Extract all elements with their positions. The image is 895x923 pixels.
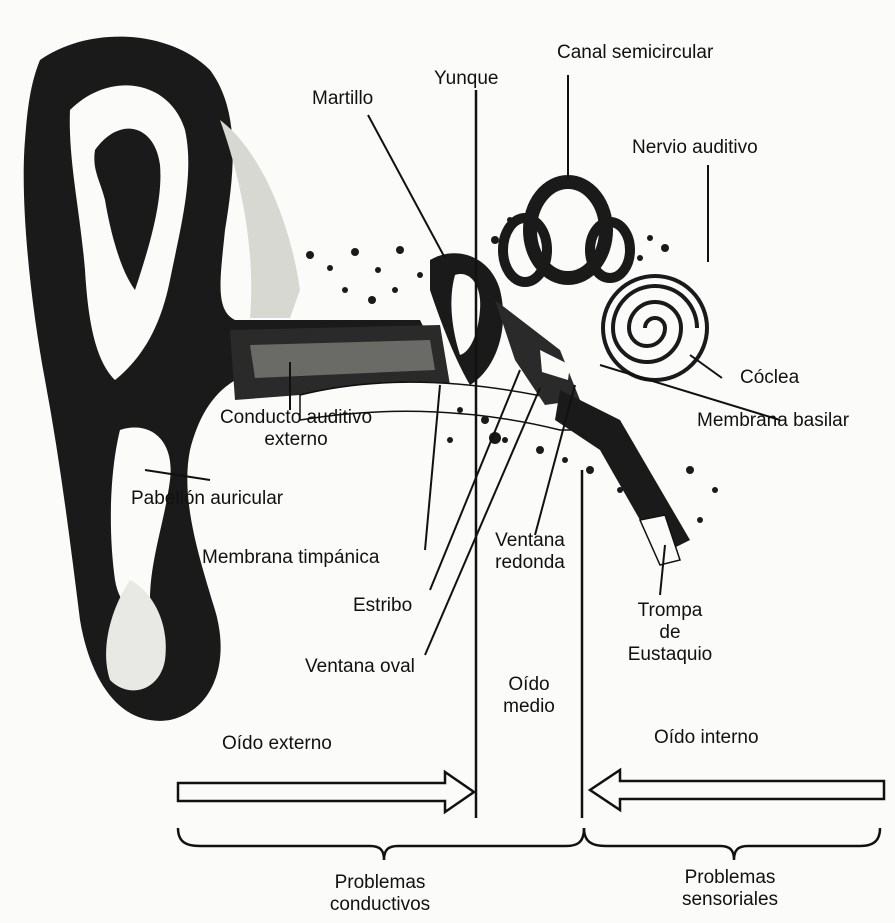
label-problemas-sensoriales-line1: Problemas — [655, 867, 805, 889]
label-trompa-de-eustaquio: Trompa de Eustaquio — [610, 600, 730, 666]
cochlea-drawing — [603, 276, 707, 380]
label-trompa-line2: de — [610, 622, 730, 644]
label-problemas-sensoriales: Problemas sensoriales — [655, 867, 805, 911]
label-trompa-line3: Eustaquio — [610, 644, 730, 666]
label-ventana-oval: Ventana oval — [305, 656, 415, 678]
arrow-right — [178, 772, 474, 812]
label-conducto-line2: externo — [196, 429, 396, 451]
label-nervio-auditivo: Nervio auditivo — [632, 137, 758, 159]
label-martillo: Martillo — [312, 88, 373, 110]
label-oido-externo: Oído externo — [222, 733, 332, 755]
label-membrana-timpanica: Membrana timpánica — [202, 547, 379, 569]
label-yunque: Yunque — [434, 68, 498, 90]
label-ventana-redonda-line1: Ventana — [480, 530, 580, 552]
label-estribo: Estribo — [353, 595, 412, 617]
label-oido-medio-line1: Oído — [478, 674, 580, 696]
label-problemas-conductivos-line1: Problemas — [300, 872, 460, 894]
arrow-left — [590, 770, 884, 810]
label-oido-medio: Oído medio — [478, 674, 580, 718]
semicircular-canals-drawing — [503, 182, 630, 282]
brace-conductive — [178, 828, 584, 860]
brace-sensory — [584, 828, 880, 860]
label-conducto-auditivo-externo: Conducto auditivo externo — [196, 407, 396, 451]
label-problemas-sensoriales-line2: sensoriales — [655, 889, 805, 911]
label-coclea: Cóclea — [740, 367, 799, 389]
label-canal-semicircular: Canal semicircular — [557, 42, 713, 64]
label-ventana-redonda-line2: redonda — [480, 552, 580, 574]
label-trompa-line1: Trompa — [610, 600, 730, 622]
label-conducto-line1: Conducto auditivo — [196, 407, 396, 429]
label-oido-medio-line2: medio — [478, 696, 580, 718]
label-membrana-basilar: Membrana basilar — [697, 410, 849, 432]
label-oido-interno: Oído interno — [654, 727, 759, 749]
label-ventana-redonda: Ventana redonda — [480, 530, 580, 574]
label-problemas-conductivos: Problemas conductivos — [300, 872, 460, 916]
label-pabellon-auricular: Pabellón auricular — [131, 488, 283, 510]
label-problemas-conductivos-line2: conductivos — [300, 894, 460, 916]
